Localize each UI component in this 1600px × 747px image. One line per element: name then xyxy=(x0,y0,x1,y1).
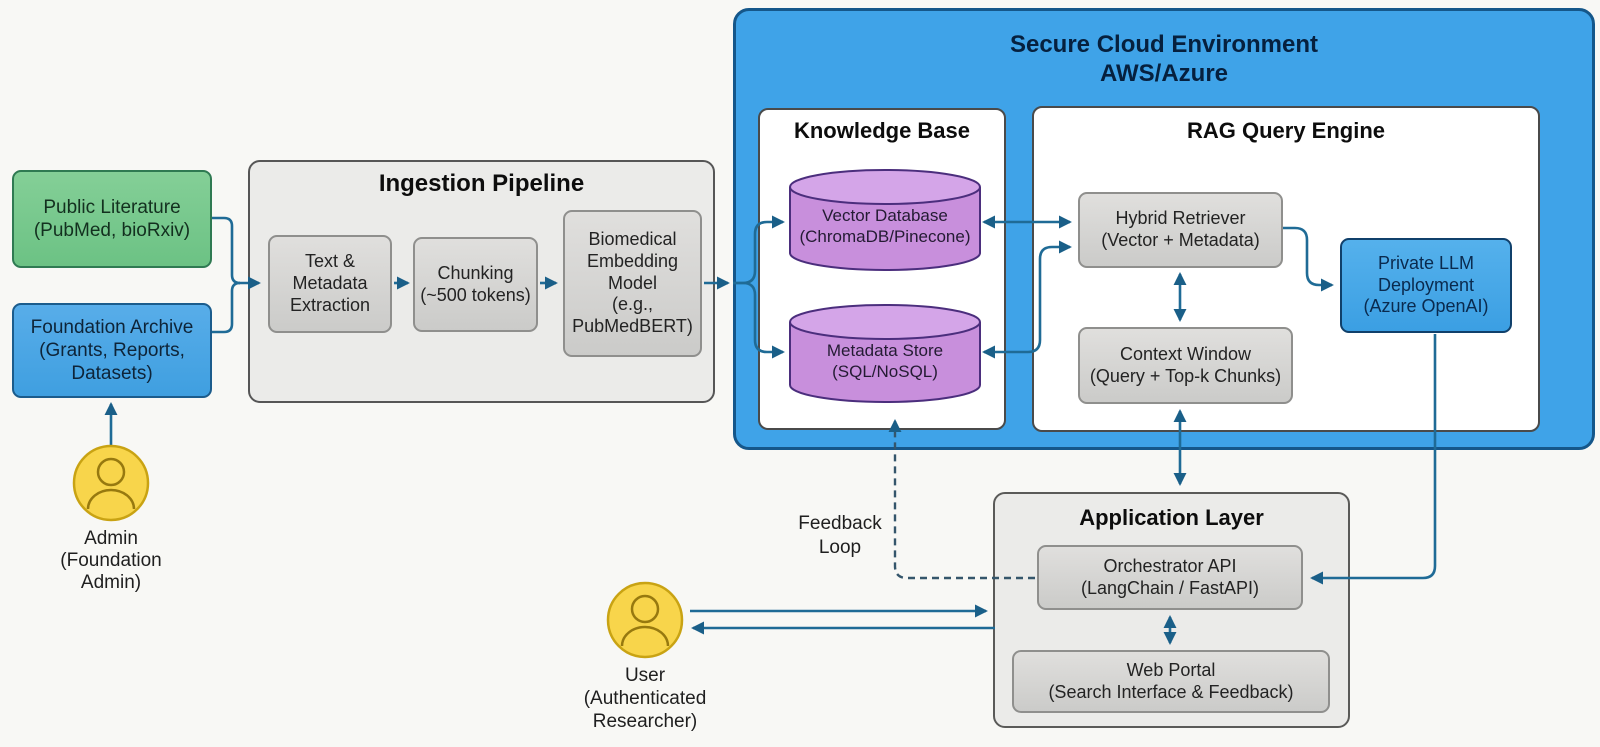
public-literature-box: Public Literature (PubMed, bioRxiv) xyxy=(12,170,212,268)
user-person-icon xyxy=(606,581,684,659)
foundation-archive-label: Foundation Archive xyxy=(30,316,194,338)
foundation-archive-box: Foundation Archive (Grants, Reports, Dat… xyxy=(12,303,212,398)
admin-person-icon xyxy=(72,444,150,522)
context-window-box: Context Window (Query + Top-k Chunks) xyxy=(1078,327,1293,404)
user-label: User (Authenticated Researcher) xyxy=(583,665,707,732)
ingestion-pipeline-title: Ingestion Pipeline xyxy=(378,170,585,197)
foundation-archive-label: Datasets) xyxy=(71,363,153,385)
public-literature-label: (PubMed, bioRxiv) xyxy=(33,220,191,241)
vector-database-label: Vector Database (ChromaDB/Pinecone) xyxy=(799,206,971,246)
private-llm-box: Private LLM Deployment (Azure OpenAI) xyxy=(1340,238,1512,333)
orchestrator-api-box: Orchestrator API (LangChain / FastAPI) xyxy=(1037,545,1303,610)
application-layer-title: Application Layer xyxy=(1079,505,1264,530)
feedback-loop-label: Feedback Loop xyxy=(798,513,882,558)
secure-cloud-title: Secure Cloud Environment AWS/Azure xyxy=(1009,31,1319,87)
biomedical-embedding-box: Biomedical Embedding Model (e.g., PubMed… xyxy=(563,210,702,357)
sources-merge-top xyxy=(212,216,241,285)
foundation-archive-label: (Grants, Reports, xyxy=(39,339,185,361)
chunking-box: Chunking (~500 tokens) xyxy=(413,237,538,332)
text-metadata-extraction-box: Text & Metadata Extraction xyxy=(268,235,392,333)
knowledge-base-title: Knowledge Base xyxy=(793,118,971,143)
public-literature-label: Public Literature xyxy=(43,196,181,218)
sources-merge-bottom xyxy=(212,281,241,334)
admin-label: Admin (Foundation Admin) xyxy=(60,528,162,593)
rag-query-engine-title: RAG Query Engine xyxy=(1186,118,1386,143)
hybrid-retriever-box: Hybrid Retriever (Vector + Metadata) xyxy=(1078,192,1283,268)
web-portal-box: Web Portal (Search Interface & Feedback) xyxy=(1012,650,1330,713)
metadata-store-label: Metadata Store (SQL/NoSQL) xyxy=(826,341,944,381)
